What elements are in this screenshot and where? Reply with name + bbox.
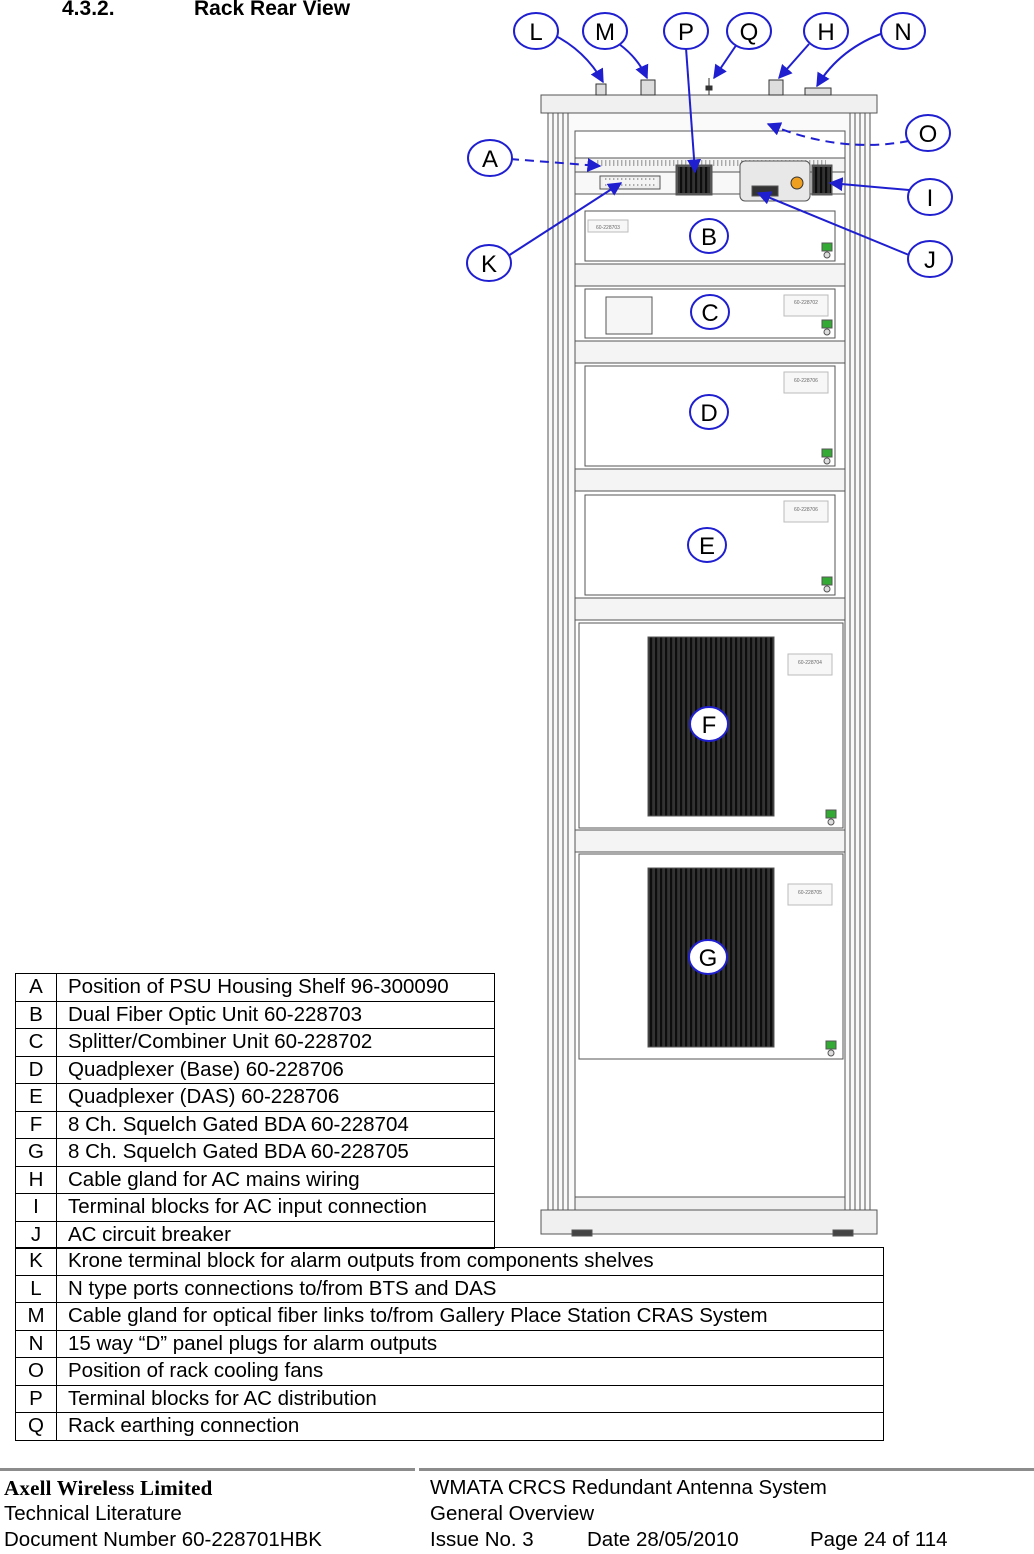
svg-text:E: E [699,533,715,560]
svg-text:D: D [700,400,717,427]
unit-d: 60-228706 [574,365,846,492]
footer-page: Page 24 of 114 [810,1528,948,1551]
unit-e: 60-228706 [574,494,846,621]
footer-overview: General Overview [430,1502,595,1525]
svg-text:P: P [678,19,694,46]
footer-literature: Technical Literature [4,1502,182,1525]
callout-a: A [467,139,513,177]
svg-text:G: G [699,945,718,972]
svg-text:N: N [894,19,911,46]
footer-document-number: Document Number 60-228701HBK [4,1528,322,1551]
callout-l: L [513,12,559,50]
footer-system: WMATA CRCS Redundant Antenna System [430,1476,827,1499]
svg-text:F: F [702,712,717,739]
unit-b-label: 60-228703 [596,225,620,231]
section-number: 4.3.2. [62,0,115,20]
unit-d-label: 60-228706 [794,378,818,384]
svg-text:C: C [701,300,718,327]
callout-c: C [690,294,730,330]
svg-text:I: I [927,185,934,212]
footer-issue: Issue No. 3 [430,1528,534,1551]
unit-e-label: 60-228706 [794,507,818,513]
svg-text:O: O [919,121,938,148]
unit-b: 60-228703 [574,210,846,287]
svg-text:J: J [924,247,936,274]
callout-n: N [880,12,926,50]
leader-lines [507,31,910,257]
page-footer: Axell Wireless Limited Technical Literat… [0,1468,1034,1554]
callout-e: E [687,527,727,563]
svg-text:L: L [529,19,542,46]
callout-b: B [689,218,729,254]
callout-o: O [905,114,951,152]
callout-p: P [663,12,709,50]
callout-j: J [907,240,953,278]
unit-f-label: 60-228704 [798,660,822,666]
callout-k: K [466,244,512,282]
section-title: Rack Rear View [194,0,351,20]
svg-text:M: M [595,19,615,46]
top-connectors [595,78,832,96]
callout-h: H [803,12,849,50]
callout-m: M [582,12,628,50]
callout-g: G [688,939,728,975]
callout-q: Q [726,12,772,50]
svg-text:A: A [482,146,498,173]
svg-text:K: K [481,251,497,278]
svg-text:H: H [817,19,834,46]
callout-circles: L M P Q H N O A I K J B C D E F G [466,12,953,975]
callout-f: F [689,706,729,742]
psu-shelf [574,157,846,202]
callout-d: D [689,394,729,430]
callout-i: I [907,178,953,216]
footer-date: Date 28/05/2010 [587,1528,739,1551]
svg-text:B: B [701,224,717,251]
footer-company: Axell Wireless Limited [4,1476,213,1500]
section-heading: 4.3.2. Rack Rear View [62,0,350,21]
rack-rear-view-diagram: 60-228703 60-228702 60-228706 60-228706 … [466,12,953,1237]
svg-text:Q: Q [740,19,759,46]
unit-g-label: 60-228705 [798,890,822,896]
footer-divider [415,1468,419,1477]
unit-c-label: 60-228702 [794,300,818,306]
